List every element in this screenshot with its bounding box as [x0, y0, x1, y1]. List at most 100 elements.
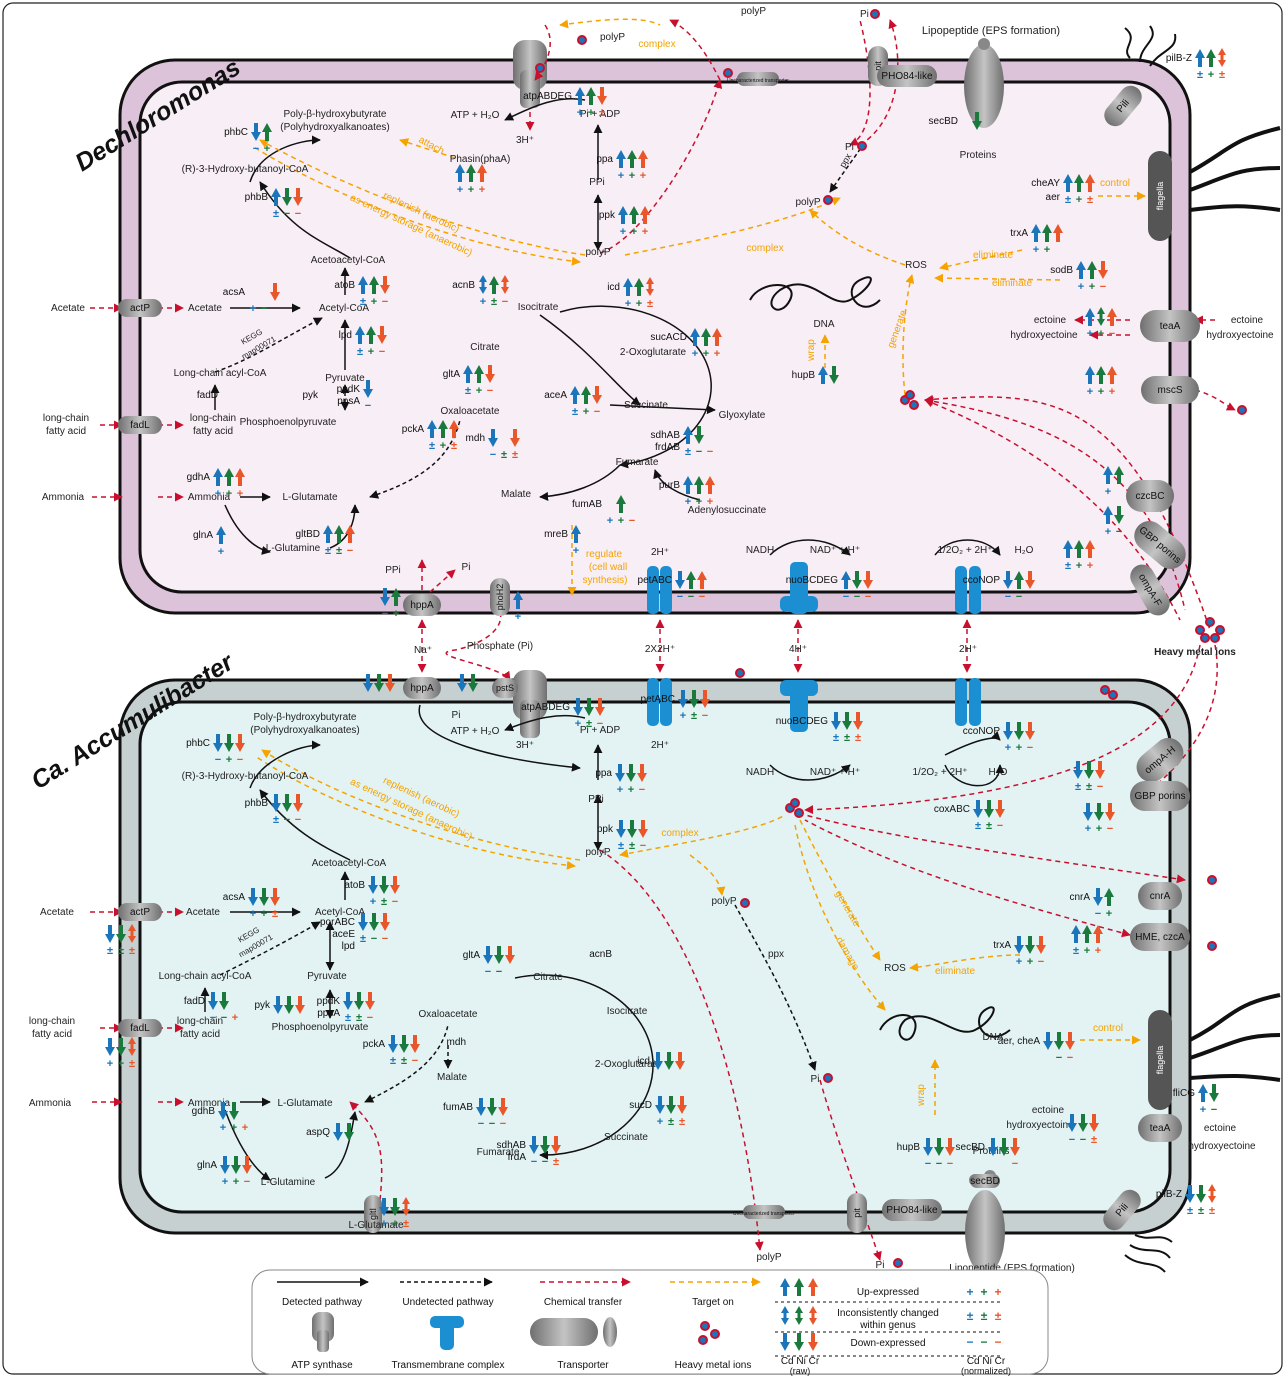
- label-oxoglut-top: 2-Oxoglutarate: [620, 347, 687, 358]
- change-sign: ±: [273, 208, 279, 220]
- change-sign: +: [261, 908, 267, 920]
- change-sign: +: [1089, 281, 1095, 293]
- gene-actp-genes-bot: ±±±: [105, 924, 136, 957]
- change-sign: +: [1200, 1104, 1206, 1116]
- transporter-label: phoH2: [495, 584, 505, 611]
- legend-sign: +: [966, 1285, 973, 1299]
- label-wrap-top: wrap: [806, 339, 817, 362]
- label-lglutamate-bot: L-Glutamate: [277, 1098, 332, 1109]
- gene-name: icd: [637, 1056, 650, 1067]
- gene-name: secBD: [929, 116, 958, 127]
- gene-ppsa-top: ppsA: [337, 396, 360, 407]
- mscs-out-top: [1195, 390, 1235, 410]
- change-sign: −: [244, 1176, 250, 1188]
- label-control-bot: control: [1093, 1023, 1123, 1034]
- gene-name: nuoBCDEG: [776, 716, 828, 727]
- change-sign: ±: [629, 840, 635, 852]
- gene-name: aspQ: [306, 1127, 330, 1138]
- label-ectoine-l-top: ectoine: [1034, 315, 1067, 326]
- legend-target: Target on: [692, 1297, 734, 1308]
- transporter-label: actP: [130, 907, 150, 918]
- change-sign: +: [1076, 560, 1082, 572]
- label-lglutamate-top: L-Glutamate: [282, 492, 337, 503]
- label-nadh-bot: NADH: [746, 767, 774, 778]
- label-hydroxy-r-top: hydroxyectoine: [1206, 330, 1274, 341]
- change-sign: −: [1211, 1104, 1217, 1116]
- change-sign: −: [936, 1158, 942, 1170]
- legend-inconsistent-2: within genus: [859, 1320, 916, 1331]
- change-sign: −: [1100, 281, 1106, 293]
- change-sign: +: [222, 1176, 228, 1188]
- gene-name: gltA: [443, 369, 461, 380]
- label-ppi-top: PPi: [589, 177, 605, 188]
- change-sign: +: [1087, 386, 1093, 398]
- label-ppx-bot: ppx: [768, 949, 784, 960]
- label-phb-top: Poly-β-hydroxybutyrate: [283, 109, 386, 120]
- gene-frda-bot: frdA: [508, 1152, 527, 1163]
- change-sign: −: [1080, 1134, 1086, 1146]
- label-lglutamine-bot: L-Glutamine: [261, 1177, 316, 1188]
- label-ppi-hpp-top: PPi: [385, 565, 401, 576]
- label-o2-bot: 1/2O₂ + 2H⁺: [912, 767, 967, 778]
- change-sign: −: [367, 1012, 373, 1024]
- change-sign: ±: [586, 718, 592, 730]
- change-sign: ±: [491, 296, 497, 308]
- gene-name: ppdK: [317, 996, 341, 1007]
- change-sign: −: [490, 449, 496, 461]
- change-sign: +: [479, 184, 485, 196]
- label-pha-bot: (Polyhydroxyalkanoates): [250, 725, 360, 736]
- label-acetate-in-bot: Acetate: [186, 907, 220, 918]
- gene-ompah-genes-bot: ±±−: [1073, 761, 1105, 793]
- label-regulate1-top: regulate: [586, 549, 623, 560]
- transporter-label: Uncharacterized transporter: [733, 1211, 795, 1217]
- change-sign: +: [1098, 328, 1104, 340]
- legend-sign: ±: [995, 1309, 1002, 1323]
- transporter-label: HME, czcA: [1135, 932, 1185, 943]
- label-lcacyl-bot: Long-chain acyl-CoA: [159, 971, 252, 982]
- transporter-label: pit: [852, 1208, 862, 1218]
- gene-name: ppk: [597, 824, 614, 835]
- gene-name: aer, cheA: [998, 1036, 1041, 1047]
- change-sign: ±: [1065, 560, 1071, 572]
- gene-name: fumAB: [572, 499, 602, 510]
- gene-name: aer: [1046, 192, 1061, 203]
- change-sign: −: [478, 1118, 484, 1130]
- label-lcfa-in1-top: long-chain: [190, 413, 236, 424]
- change-sign: −: [295, 208, 301, 220]
- change-sign: +: [232, 1012, 238, 1024]
- gene-ppsa-bot: ppsA: [317, 1008, 340, 1019]
- label-atp-bot: ATP + H₂O: [451, 726, 500, 737]
- change-sign: −: [502, 296, 508, 308]
- gene-name: mdh: [447, 1037, 466, 1048]
- change-sign: +: [215, 488, 221, 500]
- change-sign: +: [1087, 328, 1093, 340]
- change-sign: −: [702, 710, 708, 722]
- change-sign: −: [707, 446, 713, 458]
- change-sign: −: [261, 303, 267, 315]
- change-sign: +: [1027, 956, 1033, 968]
- change-sign: +: [515, 611, 521, 623]
- legend-box: [252, 1270, 1048, 1374]
- label-atp-top: ATP + H₂O: [451, 110, 500, 121]
- change-sign: +: [573, 545, 579, 557]
- label-ppi-bot: PPi: [588, 794, 604, 805]
- legend-sign: ±: [967, 1309, 974, 1323]
- change-sign: ±: [572, 406, 578, 418]
- change-sign: −: [1107, 823, 1113, 835]
- label-lcfa-out2-bot: fatty acid: [32, 1029, 72, 1040]
- gene-name: trxA: [993, 940, 1011, 951]
- gene-name: pilB-Z: [1156, 1189, 1182, 1200]
- change-sign: −: [597, 718, 603, 730]
- gene-name: ppsA: [317, 1008, 340, 1019]
- transporter-label: Uncharacterized transporter: [727, 78, 789, 84]
- transporter-label: mscS: [1158, 385, 1183, 396]
- gene-name: phbC: [224, 127, 248, 138]
- legend-sign: +: [994, 1285, 1001, 1299]
- label-h3-bot: 3H⁺: [516, 740, 534, 751]
- up-arrow-icon: [1195, 49, 1205, 67]
- change-sign: +: [226, 488, 232, 500]
- legend-transporter: Transporter: [557, 1360, 609, 1371]
- change-sign: −: [365, 400, 371, 412]
- change-sign: ±: [1075, 781, 1081, 793]
- label-pyruvate-top: Pyruvate: [325, 373, 365, 384]
